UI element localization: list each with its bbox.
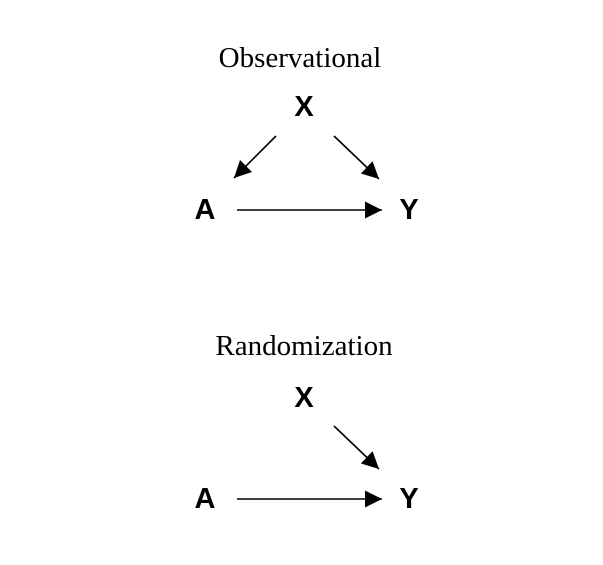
node-y-observational: Y [399,194,418,226]
observational-diagram: Observational X A Y [195,42,419,226]
node-a-observational: A [195,194,216,226]
node-y-randomization: Y [399,483,418,515]
randomization-diagram: Randomization X A Y [195,330,419,515]
edge-x-to-y-observational [333,135,380,180]
diagram-title-observational: Observational [219,42,382,74]
node-x-observational: X [294,91,314,123]
diagram-title-randomization: Randomization [215,330,393,362]
node-x-randomization: X [294,382,314,414]
node-a-randomization: A [195,483,216,515]
edge-x-to-a-observational [233,135,277,179]
edge-x-to-y-randomization [333,425,380,470]
